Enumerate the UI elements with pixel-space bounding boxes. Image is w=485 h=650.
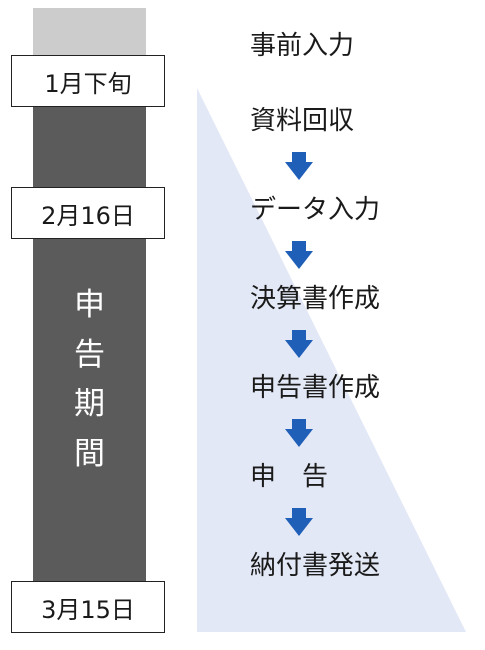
step-payment-slip-dispatch: 納付書発送 (250, 551, 381, 581)
step-pre-entry: 事前入力 (250, 31, 355, 61)
step-tax-return-preparation: 申告書作成 (250, 373, 381, 403)
date-box-start: 1月下旬 (11, 55, 165, 107)
step-document-collection: 資料回収 (250, 106, 355, 136)
period-label-char: 期 (74, 386, 105, 423)
down-arrow-icon (285, 152, 313, 180)
period-label-char: 間 (74, 435, 105, 472)
step-financial-statements: 決算書作成 (250, 284, 381, 314)
filing-period-label: 申 告 期 間 (33, 290, 146, 470)
down-arrow-icon (285, 419, 313, 447)
step-filing: 申 告 (250, 462, 329, 492)
down-arrow-icon (285, 508, 313, 536)
date-box-period-start: 2月16日 (11, 187, 165, 239)
filing-period-bar (33, 92, 146, 622)
period-label-char: 申 (74, 287, 105, 323)
date-box-deadline: 3月15日 (11, 581, 165, 633)
step-data-entry: データ入力 (250, 195, 381, 225)
down-arrow-icon (285, 241, 313, 269)
down-arrow-icon (285, 330, 313, 358)
period-label-char: 告 (74, 336, 105, 373)
